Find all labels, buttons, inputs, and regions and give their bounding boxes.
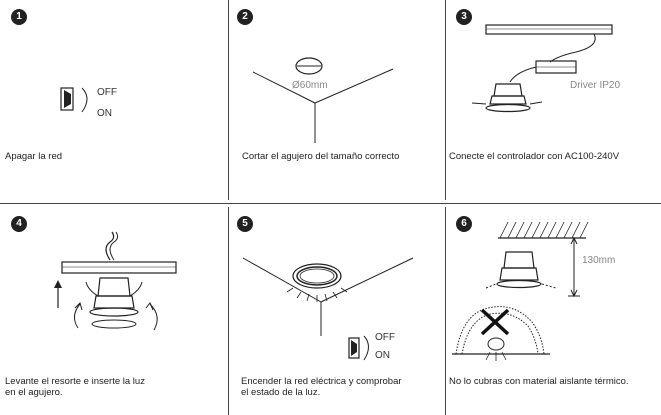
step-panel-4: 4 Levante el resorte e inserte la luz en… [0, 204, 228, 415]
step-caption: Conecte el controlador con AC100-240V [449, 151, 620, 162]
driver-label: Driver IP20 [570, 80, 621, 91]
col-divider-2-top [445, 0, 446, 200]
switch-off-label: OFF [375, 332, 395, 343]
step-number: 1 [11, 9, 27, 25]
step-caption-line-2: en el agujero. [5, 387, 63, 398]
step-number: 6 [456, 216, 472, 232]
step-panel-5: 5 OFF ON Encender la red eléctrica y com… [229, 204, 445, 415]
step-caption-line-2: el estado de la luz. [241, 387, 321, 398]
step-number: 3 [456, 9, 472, 25]
insulation-warning-icon [452, 221, 589, 361]
ceiling-hole-icon [252, 57, 394, 143]
step-panel-6: 6 130mm No lo cubr [446, 204, 661, 415]
ceiling-light-on-icon [242, 257, 414, 361]
switch-off-label: OFF [97, 87, 117, 98]
step-number: 4 [11, 216, 27, 232]
step-caption: Cortar el agujero del tamaño correcto [242, 151, 400, 162]
row-divider [0, 203, 661, 204]
switch-on-label: ON [97, 108, 112, 119]
step-panel-1: 1 OFF ON Apagar la red [0, 0, 228, 203]
step-number: 5 [237, 216, 253, 232]
hole-size-label: Ø60mm [292, 80, 328, 91]
step-panel-3: 3 Driver IP20 Conecte el controlador con… [446, 0, 661, 203]
driver-connection-icon [471, 24, 613, 113]
step-panel-2: 2 Ø60mm Cortar el agujero del tamaño cor… [229, 0, 445, 203]
insert-light-icon [54, 231, 177, 331]
step-caption: Apagar la red [5, 151, 63, 162]
col-divider-1-top [228, 0, 229, 200]
switch-on-label: ON [375, 350, 390, 361]
step-caption-line-1: Levante el resorte e inserte la luz [5, 376, 145, 387]
step-caption-line-1: Encender la red eléctrica y comprobar [241, 376, 402, 387]
col-divider-2-bottom [445, 207, 446, 415]
col-divider-1-bottom [228, 207, 229, 415]
step-number: 2 [237, 9, 253, 25]
switch-icon [60, 87, 88, 113]
step-caption: No lo cubras con material aislante térmi… [449, 376, 629, 387]
clearance-label: 130mm [582, 255, 616, 266]
